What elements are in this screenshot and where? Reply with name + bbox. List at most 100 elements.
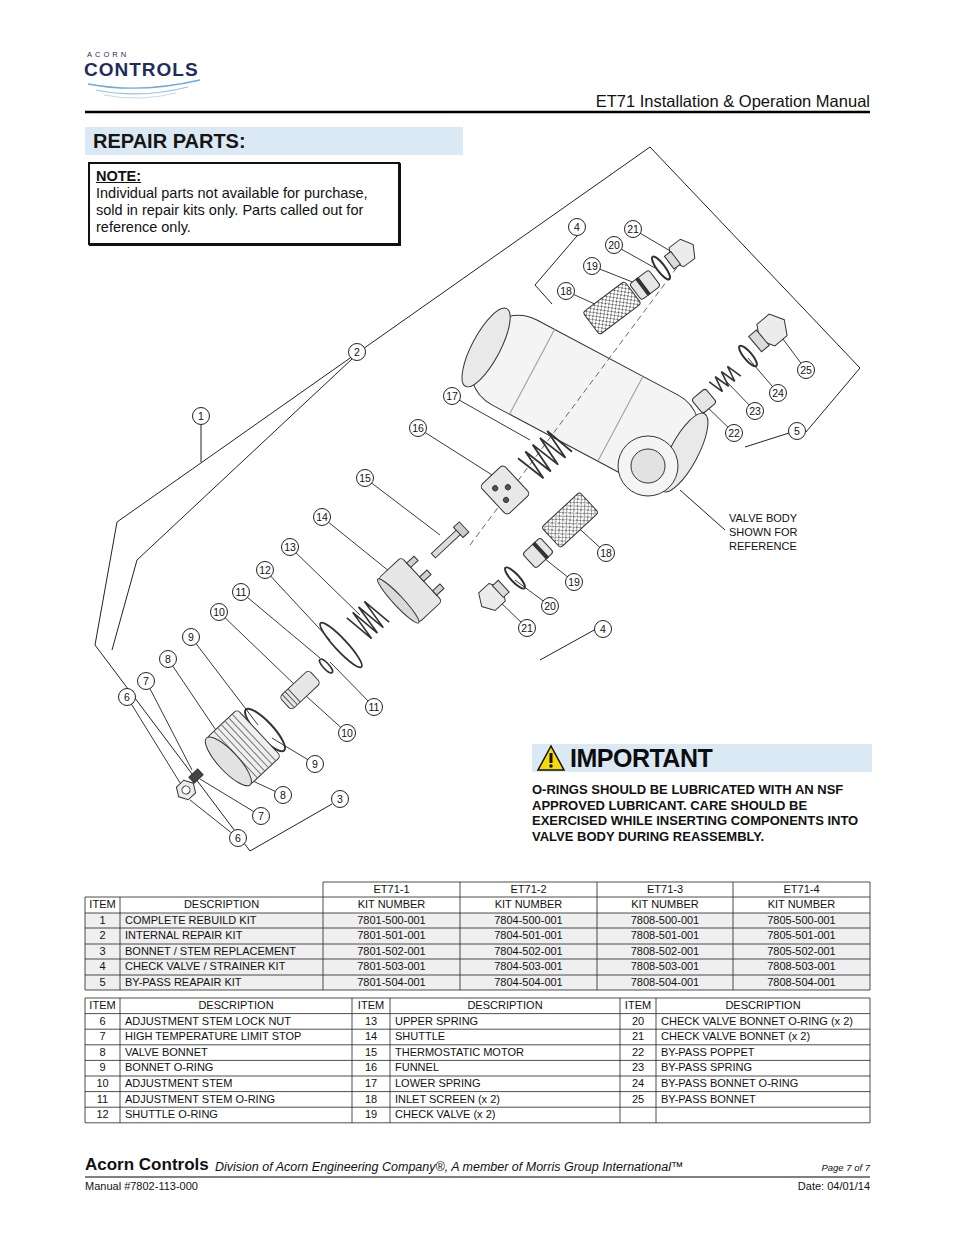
warning-mark: [550, 753, 553, 763]
table-cell: 7804-500-001: [460, 913, 597, 928]
callout-number: 10: [210, 603, 228, 621]
table-cell: 21: [620, 1029, 656, 1045]
table-cell: 1: [85, 913, 120, 928]
table-cell: DESCRIPTION: [390, 998, 620, 1014]
callout-number: 1: [192, 407, 210, 425]
callout-number: 8: [159, 650, 177, 668]
table-cell: CHECK VALVE (x 2): [390, 1107, 620, 1123]
callout-number: 10: [338, 724, 356, 742]
table-cell: HIGH TEMPERATURE LIMIT STOP: [120, 1029, 352, 1045]
table-cell: KIT NUMBER: [597, 897, 733, 913]
callout-number: 12: [256, 561, 274, 579]
warning-panel: IMPORTANT O-RINGS SHOULD BE LUBRICATED WI…: [532, 744, 872, 846]
table-cell: 16: [352, 1060, 390, 1076]
callout-number: 3: [331, 790, 349, 808]
table-cell: 7805-501-001: [733, 928, 870, 944]
table-cell: KIT NUMBER: [733, 897, 870, 913]
table-cell: 3: [85, 944, 120, 959]
table-cell: 5: [85, 975, 120, 990]
table-cell: ADJUSTMENT STEM: [120, 1076, 352, 1092]
callout-number: 19: [583, 257, 601, 275]
table-cell: CHECK VALVE / STRAINER KIT: [120, 959, 323, 975]
callout-number: 13: [281, 538, 299, 556]
table-cell: 24: [620, 1076, 656, 1092]
table-cell: 7801-504-001: [323, 975, 460, 990]
table-cell: 7804-504-001: [460, 975, 597, 990]
table-cell: DESCRIPTION: [120, 897, 323, 913]
table-cell: 19: [352, 1107, 390, 1123]
box-body: O-RINGS SHOULD BE LUBRICATED WITH AN NSF…: [532, 782, 872, 844]
callout-number: 4: [568, 218, 586, 236]
table-cell: UPPER SPRING: [390, 1014, 620, 1030]
table-cell: ET71-3: [597, 882, 733, 897]
box-heading: NOTE:: [96, 168, 392, 185]
callout-number: 19: [565, 573, 583, 591]
warning-icon: [536, 744, 566, 772]
table-cell: 7805-502-001: [733, 944, 870, 959]
table-cell: 7801-501-001: [323, 928, 460, 944]
table-cell: SHUTTLE O-RING: [120, 1107, 352, 1123]
table-cell: CHECK VALVE BONNET (x 2): [656, 1029, 870, 1045]
callout-number: 8: [274, 786, 292, 804]
logo-word: ACORN: [87, 50, 129, 59]
table-cell: 13: [352, 1014, 390, 1030]
callout-number: 16: [409, 419, 427, 437]
table-cell: 7801-503-001: [323, 959, 460, 975]
table-cell: ADJUSTMENT STEM O-RING: [120, 1092, 352, 1108]
table-cell: 2: [85, 928, 120, 944]
table-cell: DESCRIPTION: [120, 998, 352, 1014]
callout-number: 24: [769, 384, 787, 402]
callout-number: 18: [557, 282, 575, 300]
table-cell: 7801-502-001: [323, 944, 460, 959]
table-cell: 7804-501-001: [460, 928, 597, 944]
manual-title: ET71 Installation & Operation Manual: [596, 92, 870, 111]
table-cell: KIT NUMBER: [323, 897, 460, 913]
table-cell: 7808-504-001: [597, 975, 733, 990]
box-body: Individual parts not available for purch…: [96, 185, 392, 236]
table-cell: ET71-2: [460, 882, 597, 897]
table-cell: 7808-503-001: [597, 959, 733, 975]
table-cell: KIT NUMBER: [460, 897, 597, 913]
table-cell: 7804-502-001: [460, 944, 597, 959]
table-cell: BONNET O-RING: [120, 1060, 352, 1076]
callout-number: 22: [725, 424, 743, 442]
callout-number: 18: [597, 544, 615, 562]
table-cell: 25: [620, 1092, 656, 1108]
table-cell: 8: [85, 1045, 120, 1061]
title-band: REPAIR PARTS:: [85, 127, 463, 155]
table-cell: 14: [352, 1029, 390, 1045]
table-cell: DESCRIPTION: [656, 998, 870, 1014]
table-cell: 18: [352, 1092, 390, 1108]
warning-triangle: [538, 746, 564, 770]
table-cell: 7808-503-001: [733, 959, 870, 975]
table-cell: 11: [85, 1092, 120, 1108]
table-cell: ET71-4: [733, 882, 870, 897]
table-cell: CHECK VALVE BONNET O-RING (x 2): [656, 1014, 870, 1030]
note-box: NOTE:Individual parts not available for …: [88, 162, 400, 245]
table-cell: 20: [620, 1014, 656, 1030]
callout-number: 23: [746, 402, 764, 420]
box-heading: IMPORTANT: [532, 744, 872, 772]
table-cell: BY-PASS POPPET: [656, 1045, 870, 1061]
callout-number: 11: [365, 698, 383, 716]
table-cell: 15: [352, 1045, 390, 1061]
callout-number: 6: [118, 688, 136, 706]
table-cell: ITEM: [85, 998, 120, 1014]
table-cell: BY-PASS BONNET: [656, 1092, 870, 1108]
table-cell: 17: [352, 1076, 390, 1092]
company-tagline: Division of Acorn Engineering Company®, …: [215, 1160, 683, 1174]
callout-number: 6: [229, 829, 247, 847]
callout-number: 2: [348, 343, 366, 361]
callout-number: 20: [605, 236, 623, 254]
company-name: Acorn Controls: [85, 1155, 209, 1175]
table-cell: INTERNAL REPAIR KIT: [120, 928, 323, 944]
callout-number: 21: [518, 619, 536, 637]
callout-number: 5: [788, 422, 806, 440]
table-cell: ADJUSTMENT STEM LOCK NUT: [120, 1014, 352, 1030]
date: Date: 04/01/14: [798, 1180, 870, 1192]
table-cell: THERMOSTATIC MOTOR: [390, 1045, 620, 1061]
warning-mark: [549, 764, 553, 768]
table-cell: FUNNEL: [390, 1060, 620, 1076]
table-cell: 9: [85, 1060, 120, 1076]
table-cell: VALVE BONNET: [120, 1045, 352, 1061]
